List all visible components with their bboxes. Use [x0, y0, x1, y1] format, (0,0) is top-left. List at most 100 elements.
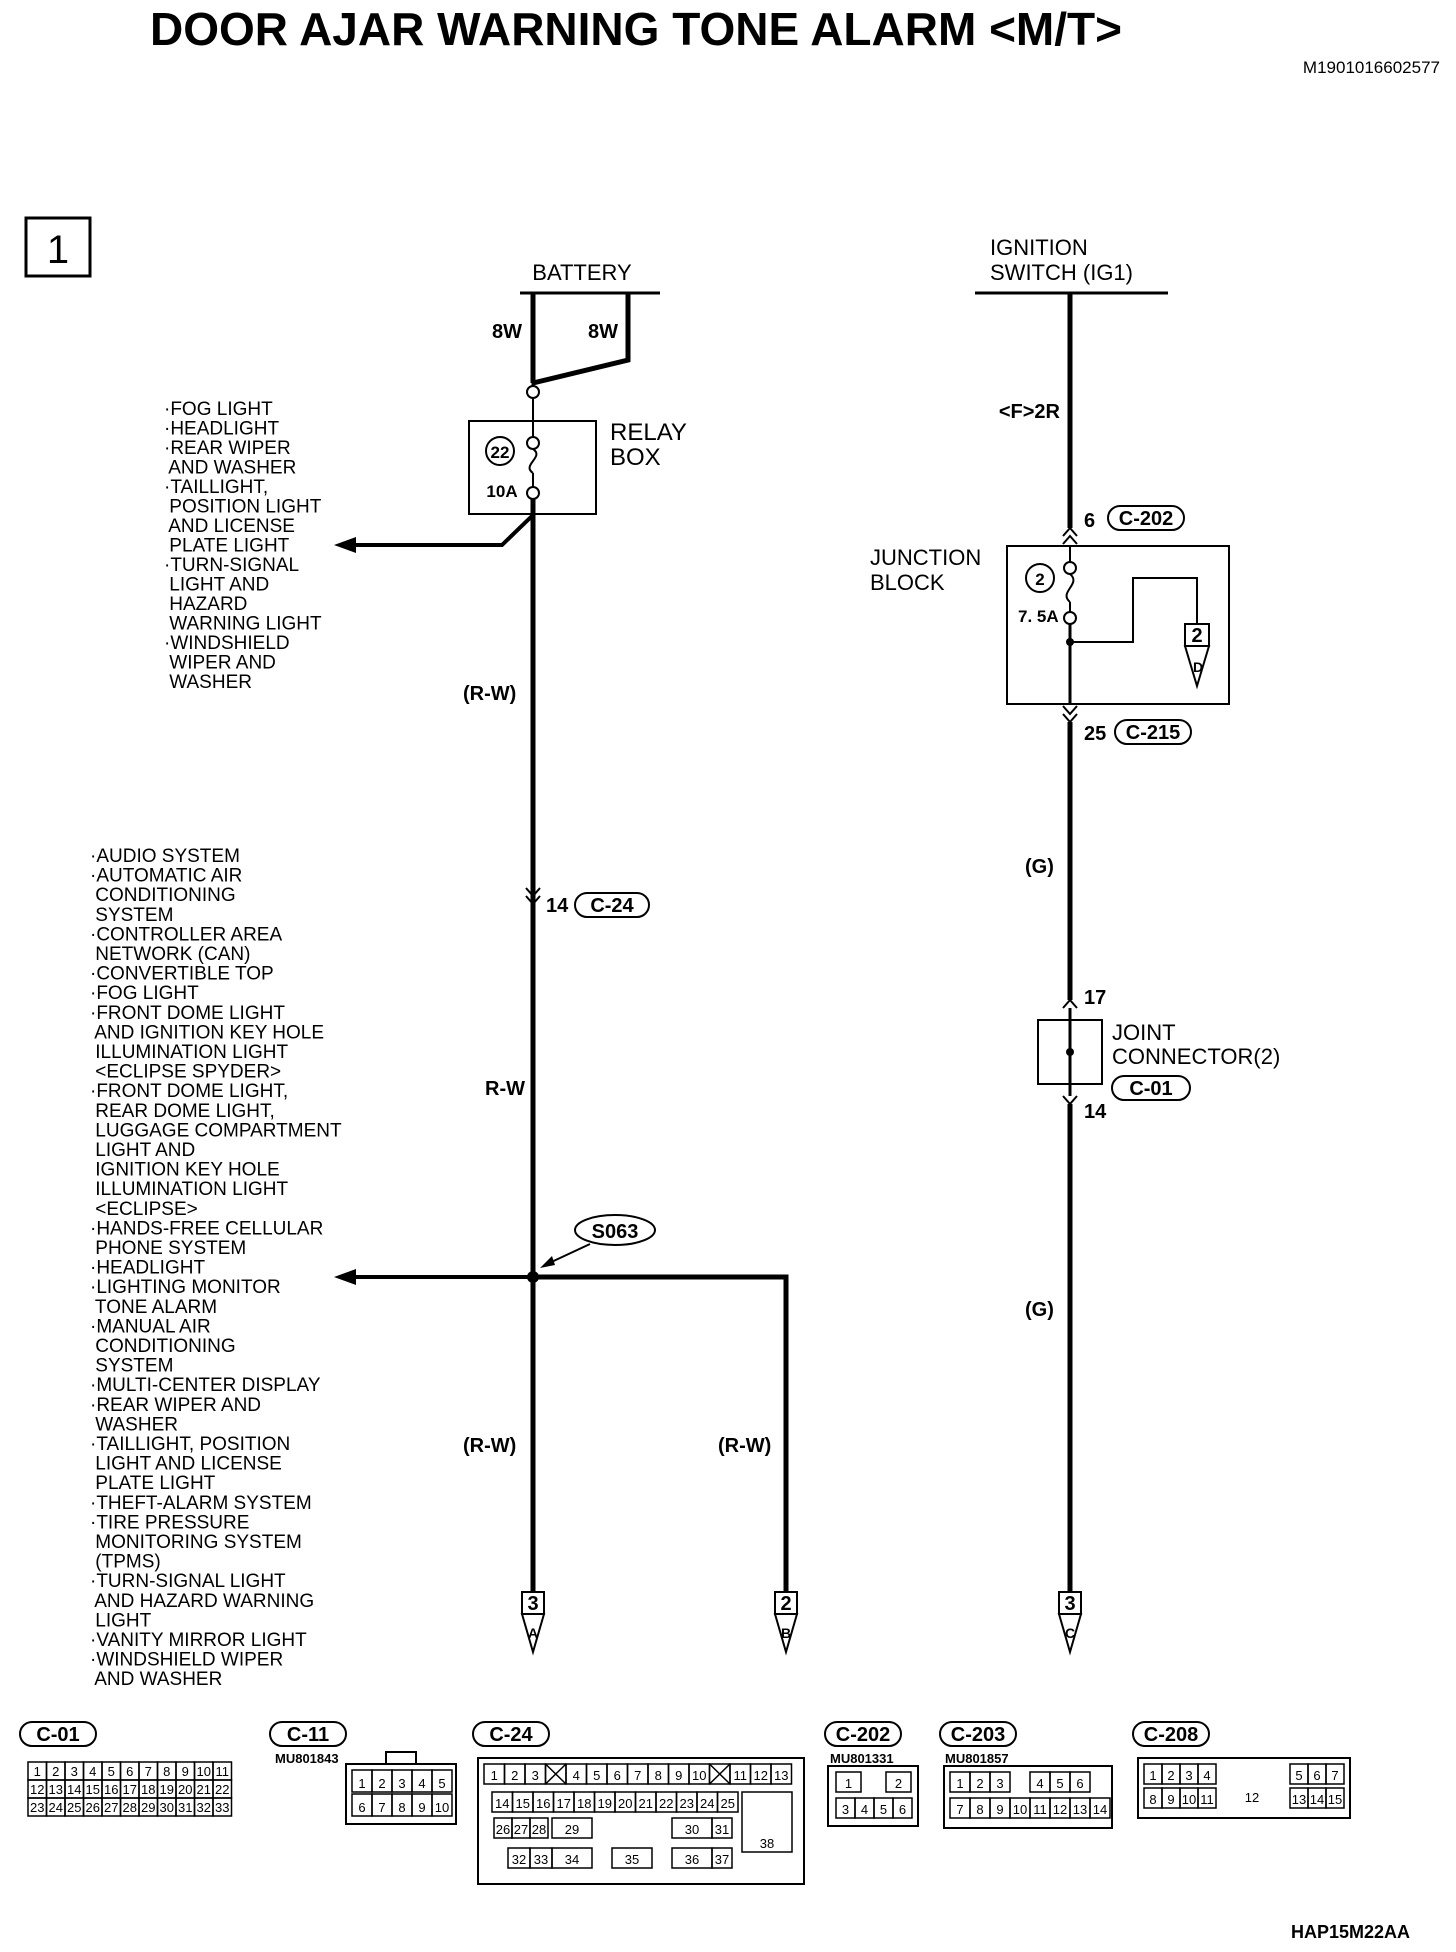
connector-c202-label: C-202 MU801331 [824, 1721, 902, 1766]
splice-load-item: <ECLIPSE SPYDER> [90, 1062, 281, 1083]
terminal-b-letter: B [781, 1625, 791, 1641]
connector-pin-number: 7 [634, 1768, 641, 1783]
splice-load-item: LIGHT AND LICENSE [90, 1454, 282, 1475]
joint-label-1: JOINT [1112, 1020, 1176, 1045]
connector-pin-number: 1 [1149, 1768, 1156, 1783]
connector-pin-number: 13 [1073, 1802, 1087, 1817]
junction-fuse-number: 2 [1035, 570, 1044, 589]
connector-pin-number: 26 [496, 1822, 510, 1837]
relay-load-item: ·FOG LIGHT [164, 399, 273, 420]
connector-pin-number: 14 [1310, 1792, 1324, 1807]
connector-pin-number: 20 [618, 1796, 632, 1811]
connector-pin-number: 16 [536, 1796, 550, 1811]
splice-load-item: ILLUMINATION LIGHT [90, 1042, 289, 1063]
connector-pin-number: 2 [378, 1776, 385, 1791]
connector-pin-number: 14 [495, 1796, 509, 1811]
connector-c11-label: C-11 MU801843 [269, 1721, 347, 1766]
connector-pin-number: 1 [34, 1764, 41, 1779]
connector-pin-number: 22 [659, 1796, 673, 1811]
connector-pin-number: 9 [996, 1802, 1003, 1817]
connector-pin-number: 22 [215, 1782, 229, 1797]
terminal-b: 2 B [773, 1591, 799, 1656]
c24-inline-connector: 14 C-24 [525, 887, 650, 918]
connector-pin-number: 6 [1313, 1768, 1320, 1783]
relay-box-label-1: RELAY [610, 419, 687, 446]
connector-pin-cell [1089, 1797, 1111, 1819]
connector-pin-number: 17 [123, 1782, 137, 1797]
connector-pin-number: 18 [577, 1796, 591, 1811]
connector-pin-number: 1 [956, 1776, 963, 1791]
wire-rw-1: (R-W) [463, 683, 516, 705]
connector-pin-number: 31 [178, 1800, 192, 1815]
connector-pin-cell [835, 1771, 862, 1793]
splice-load-item: AND HAZARD WARNING [90, 1591, 314, 1612]
connector-pin-number: 9 [1167, 1792, 1174, 1807]
splice-load-item: (TPMS) [90, 1552, 161, 1573]
connector-pin-number: 2 [895, 1776, 902, 1791]
connector-c203-part: MU801857 [945, 1751, 1009, 1766]
connector-pin-number: 11 [734, 1768, 748, 1783]
connector-pin-number: 28 [532, 1822, 546, 1837]
connector-pin-number: 29 [141, 1800, 155, 1815]
splice-load-item: WASHER [90, 1414, 178, 1435]
page-title: DOOR AJAR WARNING TONE ALARM <M/T> [150, 3, 1122, 55]
connector-pin-cell [431, 1769, 453, 1793]
connector-pin-number: 3 [1185, 1768, 1192, 1783]
connector-pin-number: 14 [1093, 1802, 1107, 1817]
connector-pin-number: 12 [30, 1782, 44, 1797]
connector-c01-name: C-01 [36, 1724, 79, 1746]
splice-branch-right [533, 1274, 789, 1615]
connector-c24-label: C-24 [472, 1721, 550, 1747]
splice-load-item: ·FRONT DOME LIGHT [90, 1003, 285, 1024]
splice-load-item: ·THEFT-ALARM SYSTEM [90, 1493, 312, 1514]
connector-c208-name: C-208 [1144, 1724, 1198, 1746]
wire-8w-left: 8W [492, 321, 522, 343]
relay-load-item: HAZARD [164, 594, 247, 615]
connector-pin-number: 12 [1053, 1802, 1067, 1817]
connector-pin-cell [611, 1847, 653, 1869]
connector-pin-number: 24 [49, 1800, 63, 1815]
splice-load-item: ·WINDSHIELD WIPER [90, 1650, 283, 1671]
connector-pin-number: 11 [216, 1764, 230, 1779]
relay-load-item: ·TURN-SIGNAL [164, 555, 299, 576]
connector-pin-number: 3 [532, 1768, 539, 1783]
relay-load-item: POSITION LIGHT [164, 497, 322, 518]
connector-c01-label: C-01 [19, 1721, 97, 1747]
connector-c11-part: MU801843 [275, 1751, 339, 1766]
c202-pin: 6 [1084, 510, 1095, 532]
relay-load-item: ·HEADLIGHT [164, 419, 279, 440]
c202-tag: C-202 [1119, 508, 1173, 530]
connector-pin-number: 10 [435, 1800, 449, 1815]
page-number-box: 1 [24, 216, 92, 278]
connector-pin-number: 18 [141, 1782, 155, 1797]
connector-c24-body [477, 1757, 805, 1885]
connector-pin-number: 8 [1149, 1792, 1156, 1807]
c215-tag: C-215 [1126, 722, 1180, 744]
joint-top-pin: 17 [1084, 987, 1106, 1009]
connector-pin-number: 28 [123, 1800, 137, 1815]
splice-load-list: ·AUDIO SYSTEM·AUTOMATIC AIR CONDITIONING… [90, 846, 342, 1690]
connector-pin-number: 27 [104, 1800, 118, 1815]
ignition-label-2: SWITCH (IG1) [990, 260, 1133, 285]
connector-pin-number: 13 [774, 1768, 788, 1783]
ignition-label-1: IGNITION [990, 235, 1088, 260]
connector-pin-cell [1197, 1763, 1217, 1785]
connector-pin-number: 4 [1203, 1768, 1210, 1783]
connector-c203-name: C-203 [951, 1724, 1005, 1746]
connector-pin-number: 3 [398, 1776, 405, 1791]
connector-pin-number: 4 [573, 1768, 580, 1783]
junction-block-label-1: JUNCTION [870, 545, 981, 570]
connector-pin-number: 10 [692, 1768, 706, 1783]
relay-load-item: ·WINDSHIELD [164, 633, 290, 654]
connector-pin-number: 10 [197, 1764, 211, 1779]
terminal-a-pin: 3 [527, 1593, 538, 1615]
connector-c203-body [943, 1765, 1113, 1829]
connector-pin-cell [551, 1847, 593, 1869]
relay-load-item: AND LICENSE [164, 516, 295, 537]
connector-pin-number: 2 [52, 1764, 59, 1779]
splice-s063: S063 [540, 1214, 656, 1268]
relay-branch-arrow [334, 537, 356, 553]
splice-load-item: ·FRONT DOME LIGHT, [90, 1081, 288, 1102]
connector-pin-number: 38 [760, 1836, 774, 1851]
wire-rw-4: (R-W) [718, 1435, 771, 1457]
